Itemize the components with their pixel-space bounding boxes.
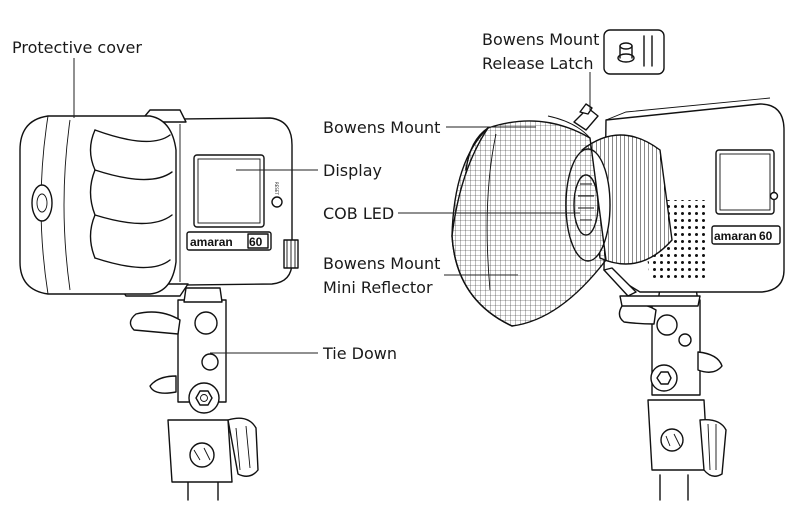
left-model-text: 60 <box>249 235 263 249</box>
right-model-text: 60 <box>759 229 773 243</box>
label-bowens-latch-line1: Bowens Mount <box>482 30 599 49</box>
label-cob-led: COB LED <box>323 204 394 223</box>
left-display-screen <box>193 154 265 228</box>
left-stand <box>129 287 259 501</box>
leader-lines <box>73 58 591 354</box>
reset-label: RESET <box>274 182 279 195</box>
right-light-unit: amaran 60 <box>451 29 785 501</box>
protective-cover <box>19 115 177 295</box>
label-bowens-latch-line2: Release Latch <box>482 54 594 73</box>
label-mini-reflector-line1: Bowens Mount <box>323 254 440 273</box>
reset-button[interactable] <box>271 196 283 208</box>
latch-detail-inset <box>603 29 665 75</box>
left-light-unit: RESET amaran 60 <box>19 109 299 501</box>
right-stand <box>618 287 727 501</box>
right-brand-text: amaran <box>714 229 757 243</box>
left-brand-text: amaran <box>190 235 233 249</box>
label-protective-cover: Protective cover <box>12 38 142 57</box>
label-bowens-mount: Bowens Mount <box>323 118 440 137</box>
label-mini-reflector-line2: Mini Reflector <box>323 278 433 297</box>
bowens-mount-release-latch[interactable] <box>573 103 599 131</box>
mini-reflector <box>451 115 607 327</box>
label-display: Display <box>323 161 382 180</box>
label-tie-down: Tie Down <box>322 344 397 363</box>
callout-labels: Protective cover Display Tie Down Bowens… <box>12 30 599 363</box>
